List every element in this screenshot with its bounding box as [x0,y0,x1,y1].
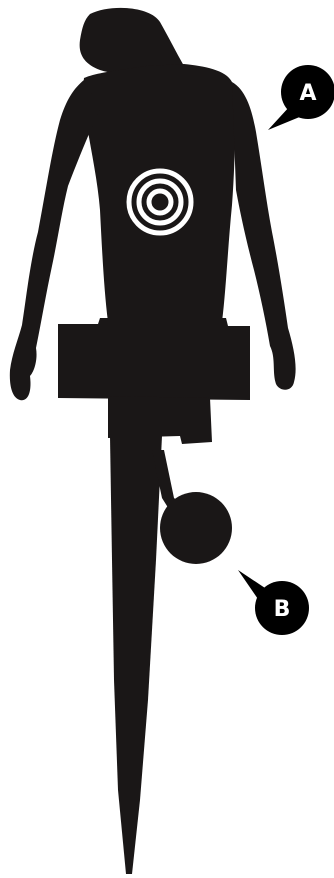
callout-a: A [268,65,334,130]
zombie-head [80,8,184,73]
hip-plate [58,318,250,400]
callout-a-label: A [299,81,316,106]
callout-b-label: B [274,597,291,622]
zombie-silhouette [10,8,296,874]
ground-stake [110,436,162,874]
reset-paddle-plate [160,492,232,564]
callout-b: B [238,570,309,635]
